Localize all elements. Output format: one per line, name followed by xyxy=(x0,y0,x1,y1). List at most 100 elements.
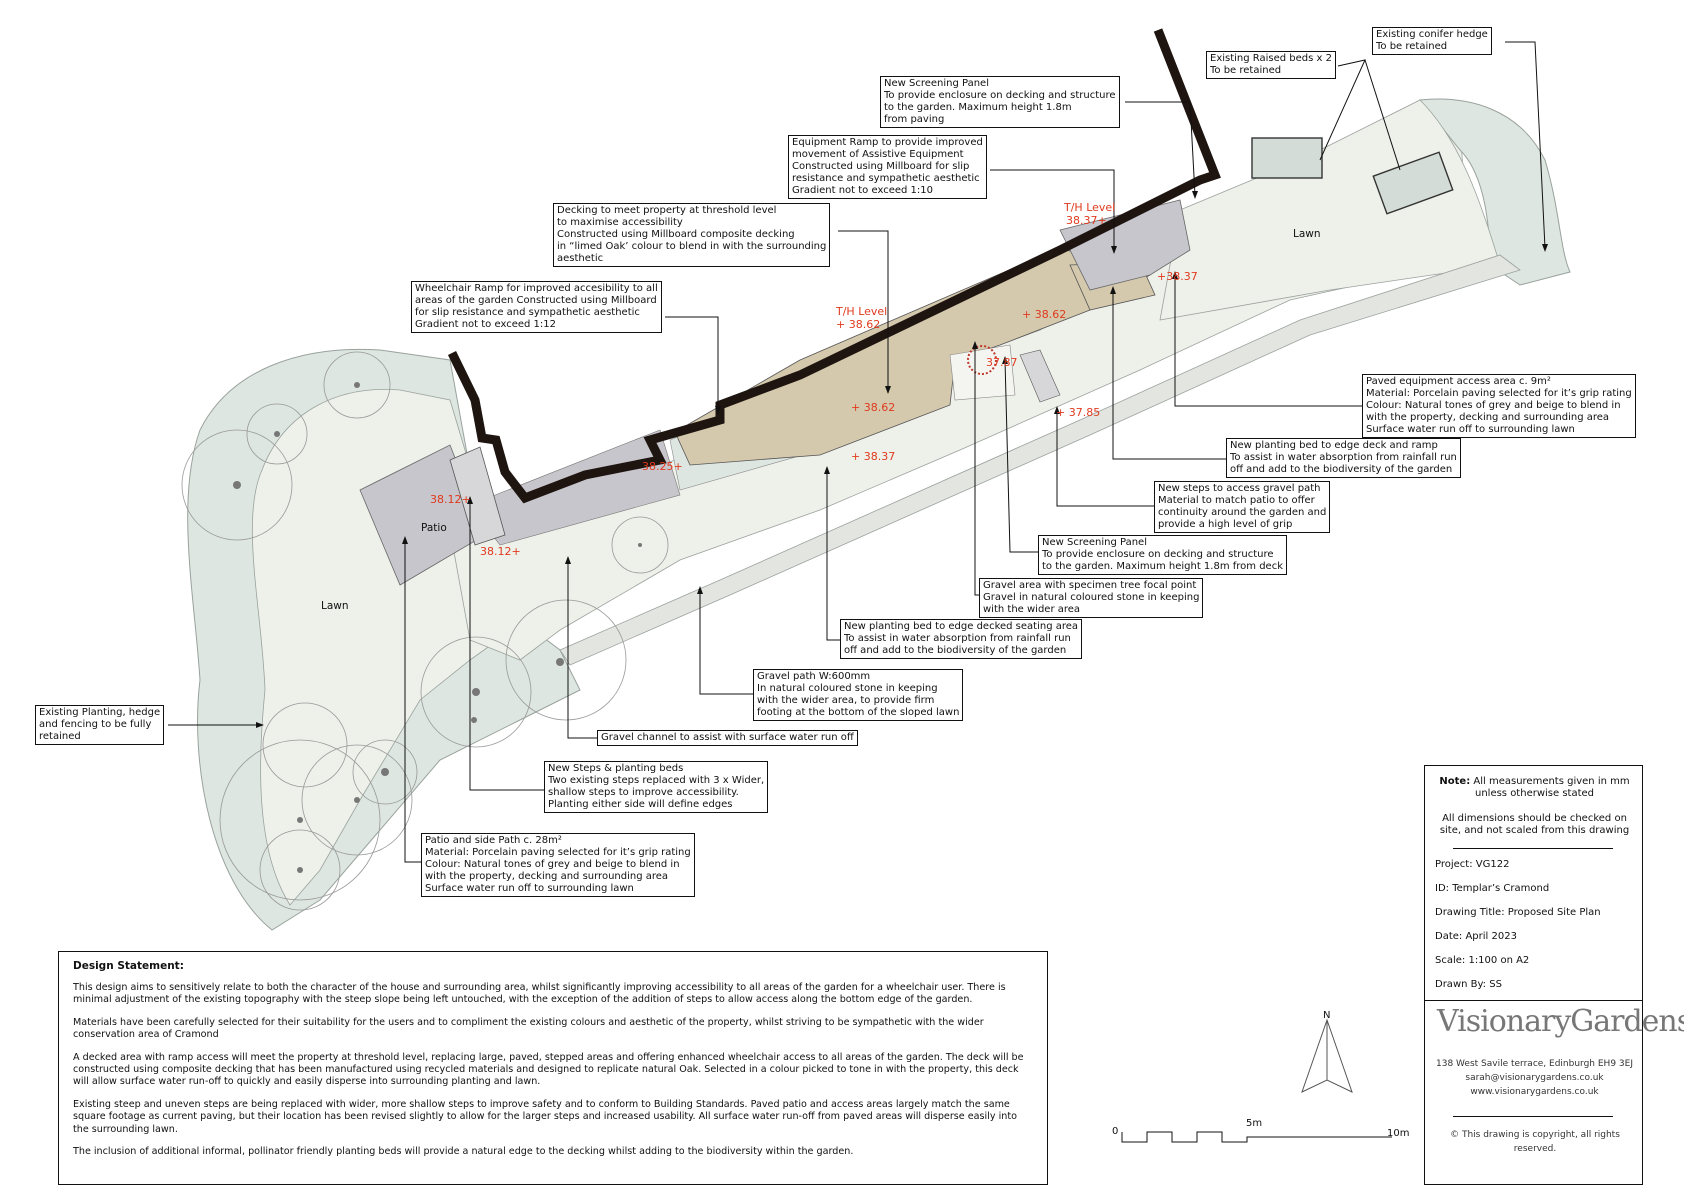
date-field: Date: April 2023 xyxy=(1435,931,1517,942)
level-3825: 38.25+ xyxy=(642,460,683,473)
steps xyxy=(449,446,506,546)
company-address: 138 West Savile terrace, Edinburgh EH9 3… xyxy=(1436,1059,1633,1069)
gravel-path xyxy=(559,254,1521,666)
design-statement-paragraph: The inclusion of additional informal, po… xyxy=(73,1146,854,1158)
planting-border-right xyxy=(1419,98,1571,286)
specimen-tree xyxy=(967,345,997,375)
annotation-line: with the wider area xyxy=(983,604,1081,615)
level-3787: 37.87 xyxy=(986,356,1018,369)
annotation-line: Surface water run off to surrounding law… xyxy=(1366,424,1575,435)
annotation-line: off and add to the biodiversity of the g… xyxy=(1230,464,1453,475)
annotation-planting-bed-seating: New planting bed to edge decked seating … xyxy=(840,619,1083,659)
level-3862-upper: + 38.62 xyxy=(1022,308,1067,321)
annotation-line: Surface water run off to surrounding law… xyxy=(425,883,634,894)
divider xyxy=(1453,848,1613,849)
annotation-line: shallow steps to improve accessibility. xyxy=(548,787,739,798)
annotation-line: Gravel area with specimen tree focal poi… xyxy=(983,580,1197,591)
annotation-line: To be retained xyxy=(1210,65,1282,76)
raised-bed-2 xyxy=(1372,151,1454,215)
scale-field: Scale: 1:100 on A2 xyxy=(1435,955,1530,966)
level-th-right-value: 38.37+ xyxy=(1066,214,1107,227)
scale-label-end: 10m xyxy=(1387,1128,1410,1139)
scale-bar xyxy=(1121,1131,1392,1143)
annotation-line: retained xyxy=(39,731,81,742)
copyright-notice: © This drawing is copyright, all rights … xyxy=(1450,1130,1620,1154)
annotation-line: Equipment Ramp to provide improved xyxy=(792,137,983,148)
annotation-line: Decking to meet property at threshold le… xyxy=(557,205,777,216)
annotation-line: Gradient not to exceed 1:12 xyxy=(415,319,556,330)
annotation-line: with the property, decking and surroundi… xyxy=(425,871,669,882)
level-3837-right: +38.37 xyxy=(1157,270,1198,283)
annotation-line: Constructed using Millboard for slip xyxy=(792,161,970,172)
drawing-title-field: Drawing Title: Proposed Site Plan xyxy=(1435,907,1601,918)
note-text: All measurements given in mm unless othe… xyxy=(1470,776,1630,799)
north-arrow-icon xyxy=(1301,1018,1353,1093)
annotation-line: Material to match patio to offer xyxy=(1158,495,1315,506)
annotation-line: Two existing steps replaced with 3 x Wid… xyxy=(548,775,765,786)
note-bold: Note: xyxy=(1439,776,1471,787)
annotation-line: movement of Assistive Equipment xyxy=(792,149,964,160)
annotation-line: New steps to access gravel path xyxy=(1158,483,1321,494)
annotation-line: in “limed Oak’ colour to blend in with t… xyxy=(557,241,827,252)
company-logo: VisionaryGardens xyxy=(1437,1004,1684,1039)
project-field: Project: VG122 xyxy=(1435,859,1510,870)
annotation-line: New planting bed to edge deck and ramp xyxy=(1230,440,1438,451)
annotation-line: Colour: Natural tones of grey and beige … xyxy=(425,859,680,870)
annotation-line: Gravel channel to assist with surface wa… xyxy=(601,732,854,743)
annotation-line: continuity around the garden and xyxy=(1158,507,1327,518)
annotation-line: provide a high level of grip xyxy=(1158,519,1293,530)
annotation-decking: Decking to meet property at threshold le… xyxy=(553,203,831,267)
id-field: ID: Templar’s Cramond xyxy=(1435,883,1550,894)
annotation-line: Constructed using Millboard composite de… xyxy=(557,229,795,240)
tree-trunks xyxy=(233,382,642,873)
annotation-gravel-area-tree: Gravel area with specimen tree focal poi… xyxy=(979,578,1204,618)
annotation-line: aesthetic xyxy=(557,253,604,264)
annotation-line: to the garden. Maximum height 1.8m from … xyxy=(1042,561,1283,572)
lawn-right-label: Lawn xyxy=(1293,228,1321,240)
annotation-line: Gradient not to exceed 1:10 xyxy=(792,185,933,196)
level-3785: + 37.85 xyxy=(1056,406,1101,419)
drawn-by-field: Drawn By: SS xyxy=(1435,979,1502,990)
divider xyxy=(1453,1116,1613,1117)
annotation-line: resistance and sympathetic aesthetic xyxy=(792,173,980,184)
scale-label-mid: 5m xyxy=(1246,1118,1263,1129)
decking-main xyxy=(674,247,1151,466)
annotation-line: To provide enclosure on decking and stru… xyxy=(884,90,1116,101)
annotation-line: with the property, decking and surroundi… xyxy=(1366,412,1610,423)
annotation-line: and fencing to be fully xyxy=(39,719,152,730)
annotation-line: New Screening Panel xyxy=(884,78,989,89)
title-block: Note: All measurements given in mm unles… xyxy=(1424,765,1684,1185)
annotation-line: for slip resistance and sympathetic aest… xyxy=(415,307,640,318)
leader-lines xyxy=(168,41,1546,863)
annotation-gravel-channel: Gravel channel to assist with surface wa… xyxy=(597,730,858,746)
annotation-line: Colour: Natural tones of grey and beige … xyxy=(1366,400,1621,411)
tree-canopies xyxy=(181,351,669,911)
level-th-left-label: T/H Level xyxy=(836,305,888,318)
annotation-line: Gravel path W:600mm xyxy=(757,671,871,682)
annotation-line: footing at the bottom of the sloped lawn xyxy=(757,707,960,718)
design-statement-title: Design Statement: xyxy=(73,960,184,972)
annotation-line: Paved equipment access area c. 9m² xyxy=(1366,376,1551,387)
scale-label-zero: 0 xyxy=(1112,1126,1119,1137)
annotation-line: New planting bed to edge decked seating … xyxy=(844,621,1079,632)
level-3862-deck: + 38.62 xyxy=(851,401,896,414)
annotation-line: Planting either side will define edges xyxy=(548,799,733,810)
level-3812-top: 38.12+ xyxy=(430,493,471,506)
company-email: sarah@visionarygardens.co.uk xyxy=(1465,1073,1604,1083)
level-3812-bot: 38.12+ xyxy=(480,545,521,558)
dimension-note: All dimensions should be checked on site… xyxy=(1439,813,1630,836)
annotation-line: off and add to the biodiversity of the g… xyxy=(844,645,1067,656)
annotation-line: To be retained xyxy=(1376,41,1448,52)
annotation-line: to maximise accessibility xyxy=(557,217,683,228)
leader-arrows xyxy=(256,191,1548,728)
design-statement-paragraph: Existing steep and uneven steps are bein… xyxy=(73,1099,1017,1135)
